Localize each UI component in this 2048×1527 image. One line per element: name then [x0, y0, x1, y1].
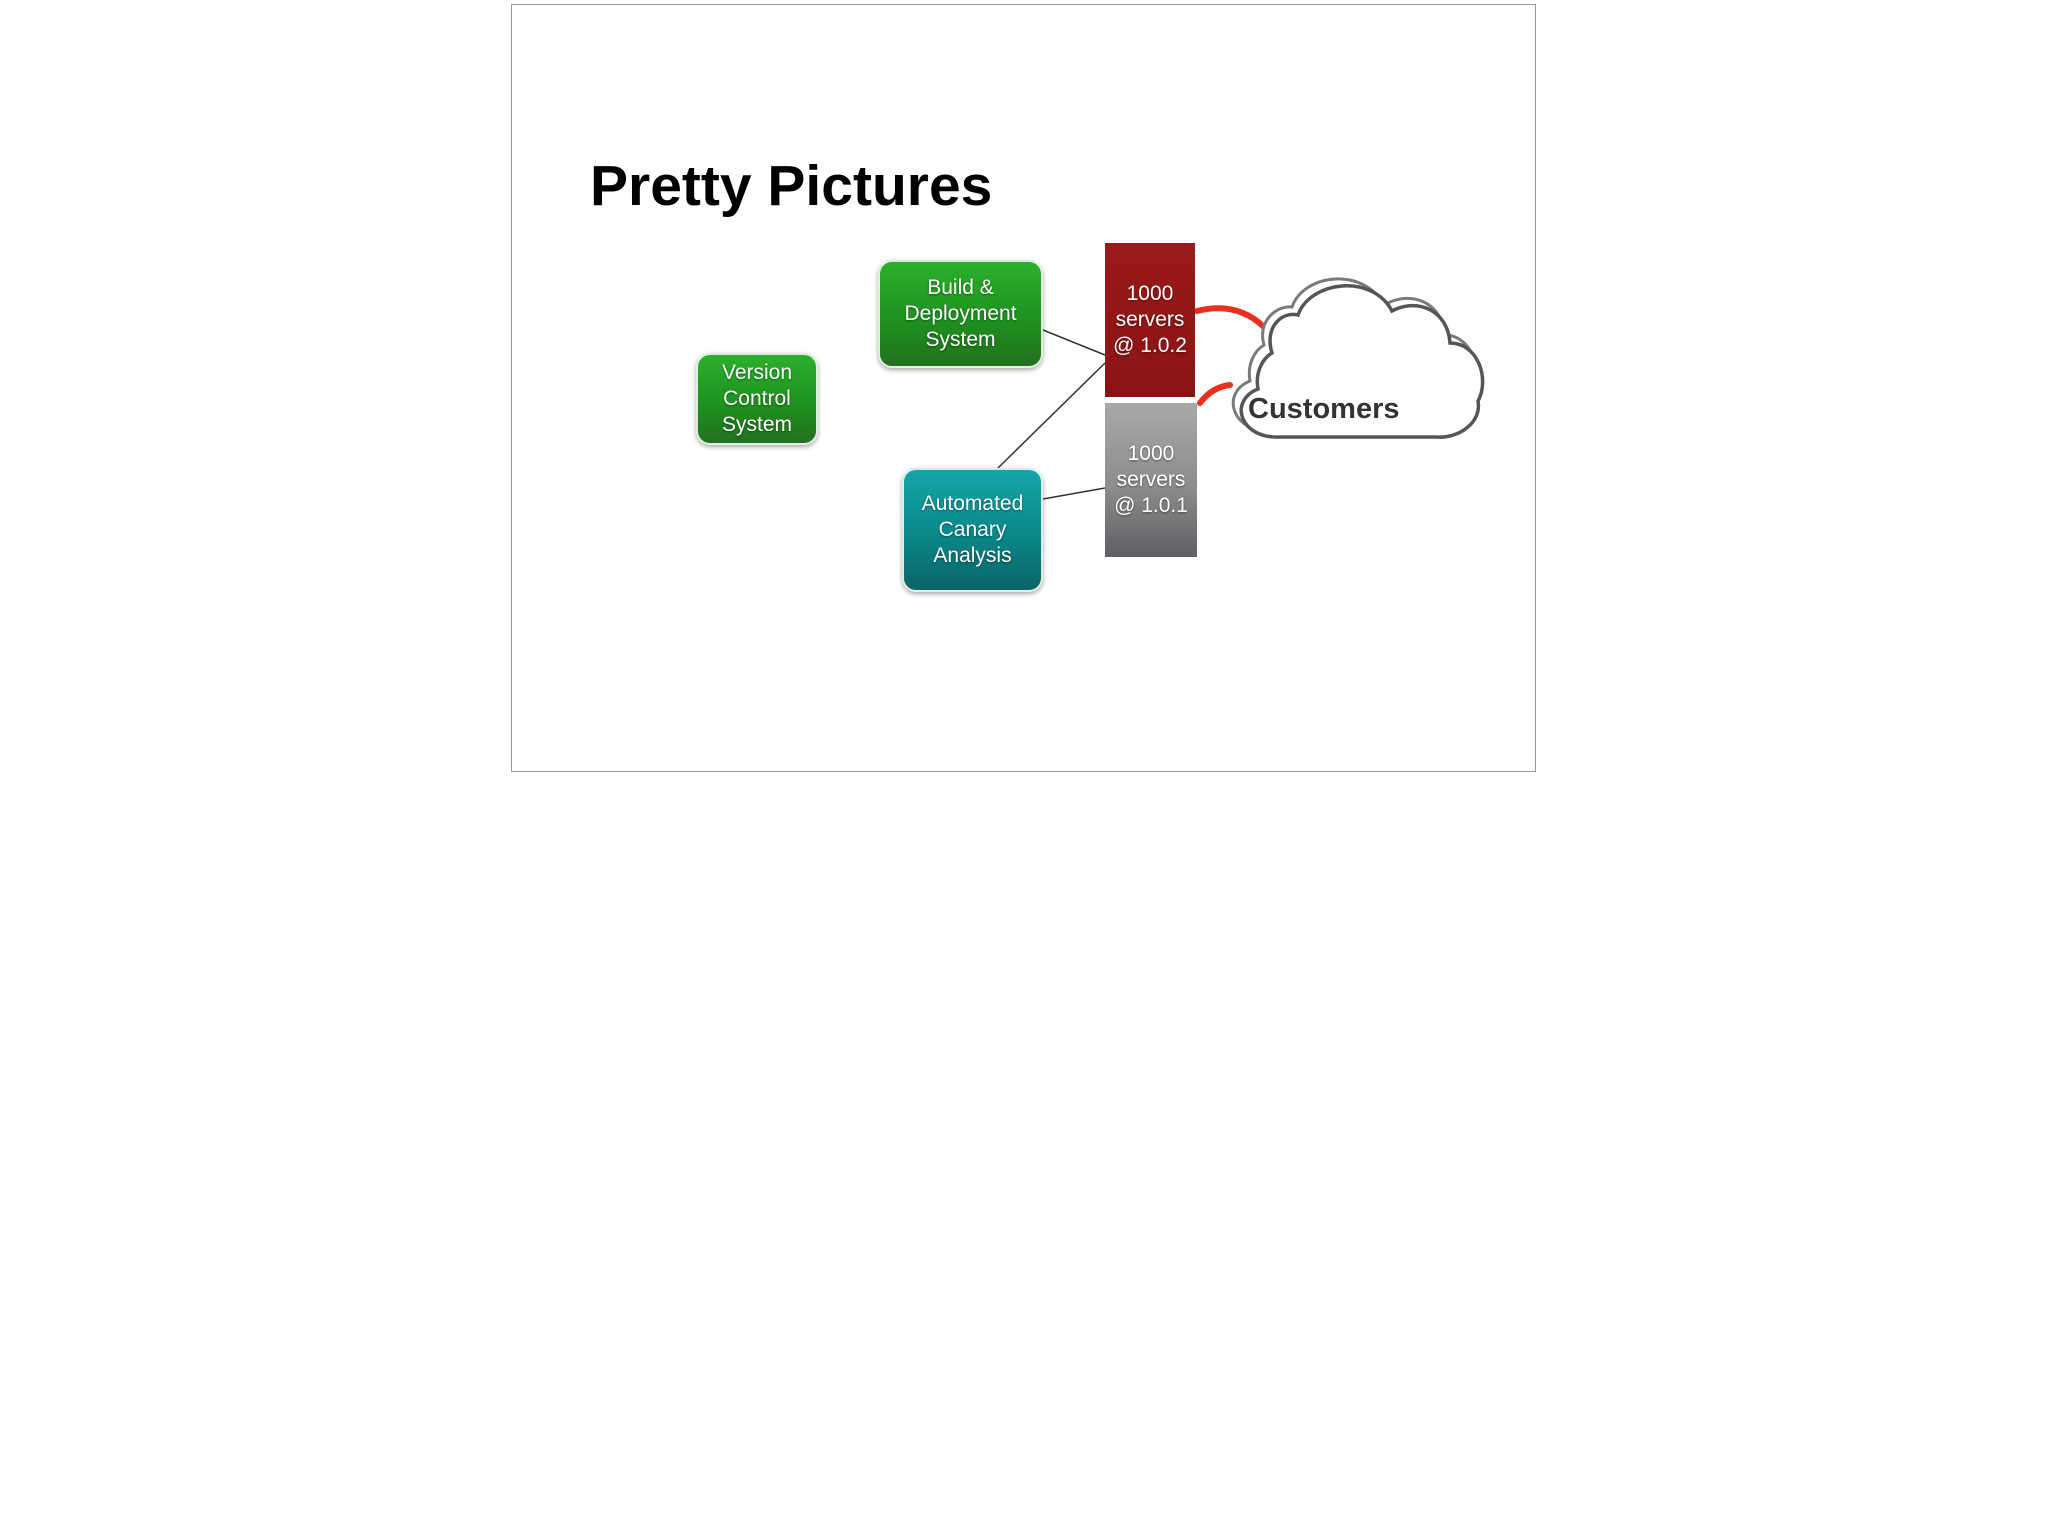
servers-old-node: 1000 servers @ 1.0.1 [1105, 403, 1197, 557]
build-deployment-node: Build & Deployment System [878, 260, 1043, 368]
traffic-arrow-old [1197, 382, 1233, 406]
connector-canary-to-servers [997, 362, 1106, 469]
connector-canary-to-old-servers [1042, 487, 1106, 500]
connector-lines [997, 305, 1267, 500]
version-control-node: Version Control System [696, 353, 818, 445]
customers-label: Customers [1248, 393, 1400, 425]
traffic-arrow-new [1194, 305, 1267, 330]
connector-build-to-servers [1042, 329, 1106, 356]
canary-analysis-node: Automated Canary Analysis [902, 468, 1043, 592]
servers-new-node: 1000 servers @ 1.0.2 [1105, 243, 1195, 397]
slide: Pretty Pictures Version Control System B… [511, 4, 1536, 772]
slide-title: Pretty Pictures [590, 154, 993, 218]
